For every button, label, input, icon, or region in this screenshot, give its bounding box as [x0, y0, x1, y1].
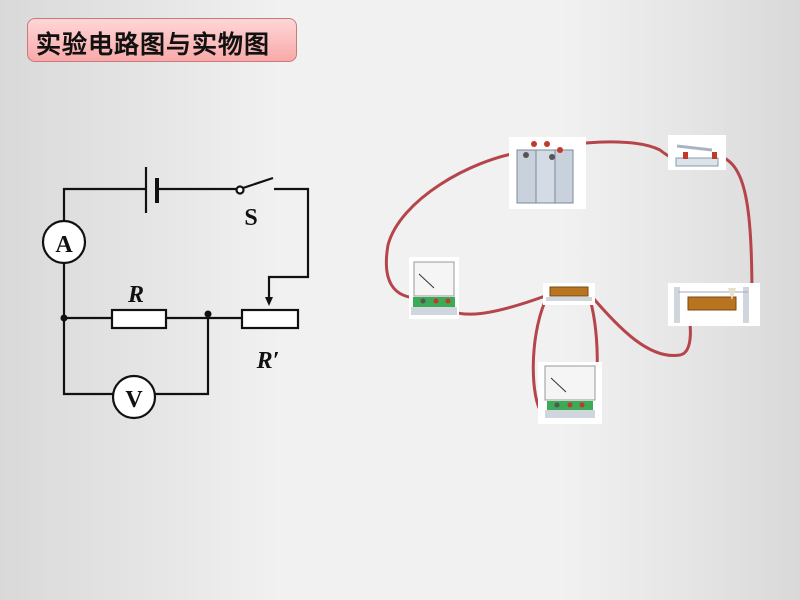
- switch-blade: [242, 176, 274, 190]
- voltmeter-device: [538, 362, 602, 424]
- wire: [267, 187, 310, 300]
- ammeter-label: A: [55, 232, 73, 258]
- wire: [713, 153, 754, 302]
- switch-label: S: [244, 205, 257, 231]
- title-banner: 实验电路图与实物图: [27, 18, 297, 62]
- rheostat-R-prime: [240, 308, 300, 330]
- page-title: 实验电路图与实物图: [36, 30, 271, 59]
- junction-node: [204, 310, 212, 318]
- rheostat-slider-arrow: [265, 297, 273, 306]
- ammeter-device: [409, 257, 459, 319]
- ammeter-symbol: [41, 219, 87, 265]
- resistor-device: [543, 283, 595, 305]
- wire: [586, 290, 692, 358]
- wire: [62, 187, 146, 220]
- junction-node: [60, 314, 68, 322]
- rheostat-label: R′: [256, 348, 280, 374]
- wire: [384, 150, 524, 300]
- switch-device: [668, 135, 726, 170]
- resistor-label: R: [127, 282, 144, 308]
- battery-device: [509, 137, 586, 209]
- rheostat-device: [668, 283, 760, 326]
- switch-pivot: [235, 185, 245, 195]
- voltmeter-symbol: [111, 374, 157, 420]
- voltmeter-label: V: [125, 387, 143, 413]
